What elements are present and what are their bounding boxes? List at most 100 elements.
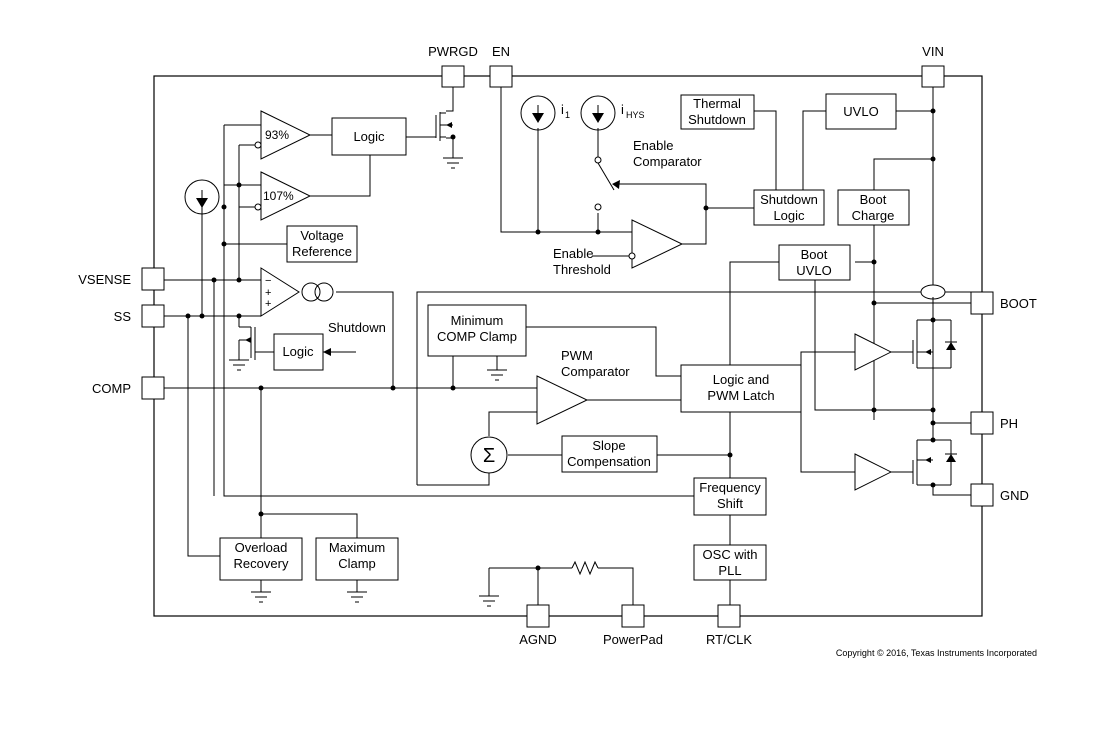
current-source-icon xyxy=(184,179,220,215)
junction-dots xyxy=(185,108,936,571)
high-side-driver xyxy=(854,333,893,371)
i1-label: i xyxy=(561,102,564,117)
overload-recovery-block: Overload Recovery xyxy=(219,537,303,581)
enable-switch xyxy=(594,156,620,211)
ground-icon xyxy=(443,157,463,169)
boot-uvlo-block: Boot UVLO xyxy=(778,244,851,281)
sigma-symbol: Σ xyxy=(483,445,495,467)
low-side-mosfet-icon xyxy=(912,439,957,486)
slope-compensation-block: Slope Compensation xyxy=(561,435,658,473)
enable-threshold-line2: Threshold xyxy=(553,262,611,277)
slope-compensation-line1: Slope xyxy=(592,438,625,453)
comparator-107: 107% xyxy=(254,171,312,221)
pin-ss-label: SS xyxy=(114,309,132,324)
label-93: 93% xyxy=(265,128,289,142)
pin-gnd: GND xyxy=(970,483,1029,507)
boot-charge-line2: Charge xyxy=(852,208,895,223)
pin-boot: BOOT xyxy=(970,291,1037,315)
shutdown-arrow xyxy=(323,348,331,356)
ihys-sub: HYS xyxy=(626,110,645,120)
pin-en: EN xyxy=(489,44,513,88)
ic-outline xyxy=(153,75,983,617)
pin-ph-label: PH xyxy=(1000,416,1018,431)
thermal-shutdown-line2: Shutdown xyxy=(688,112,746,127)
pin-rtclk-label: RT/CLK xyxy=(706,632,752,647)
pin-vsense: VSENSE xyxy=(78,267,165,291)
pin-agnd-label: AGND xyxy=(519,632,557,647)
low-side-driver xyxy=(854,453,893,491)
pin-vsense-label: VSENSE xyxy=(78,272,131,287)
current-source-ihys-icon: i HYS xyxy=(580,95,645,131)
uvlo-block: UVLO xyxy=(825,93,897,130)
ss-mosfet-icon xyxy=(239,326,256,360)
logic-ss-block: Logic xyxy=(273,333,324,371)
enable-threshold-line1: Enable xyxy=(553,246,593,261)
osc-with-pll-line1: OSC with xyxy=(703,547,758,562)
shutdown-logic-block: Shutdown Logic xyxy=(753,189,825,226)
pin-pwrgd: PWRGD xyxy=(428,44,478,88)
voltage-reference-block: Voltage Reference xyxy=(286,225,358,263)
pin-powerpad-label: PowerPad xyxy=(603,632,663,647)
logic-pwm-latch-line1: Logic and xyxy=(713,372,769,387)
error-amplifier: − + + xyxy=(260,267,334,317)
pwrgd-mosfet-icon xyxy=(435,112,453,141)
osc-with-pll-line2: PLL xyxy=(718,563,741,578)
boot-uvlo-line2: UVLO xyxy=(796,263,831,278)
i1-sub: 1 xyxy=(565,110,570,120)
pin-powerpad: PowerPad xyxy=(603,604,663,647)
overload-recovery-line1: Overload xyxy=(235,540,288,555)
error-amp-minus: − xyxy=(265,275,271,287)
voltage-reference-line1: Voltage xyxy=(300,228,343,243)
pin-ss: SS xyxy=(114,304,165,328)
label-107: 107% xyxy=(263,189,294,203)
min-comp-clamp-block: Minimum COMP Clamp xyxy=(427,304,527,357)
summing-node: Σ xyxy=(470,436,508,474)
osc-with-pll-block: OSC with PLL xyxy=(693,544,767,581)
ground-icon xyxy=(229,359,249,371)
thermal-shutdown-line1: Thermal xyxy=(693,96,741,111)
pin-ph: PH xyxy=(970,411,1018,435)
error-amp-plus-2: + xyxy=(265,298,271,310)
uvlo-label: UVLO xyxy=(843,104,878,119)
voltage-reference-line2: Reference xyxy=(292,244,352,259)
pin-pwrgd-label: PWRGD xyxy=(428,44,478,59)
shutdown-label: Shutdown xyxy=(328,320,386,335)
overload-recovery-line2: Recovery xyxy=(234,556,289,571)
frequency-shift-line1: Frequency xyxy=(699,480,761,495)
pwm-comparator-line1: PWM xyxy=(561,348,593,363)
frequency-shift-block: Frequency Shift xyxy=(693,477,767,516)
boot-charge-line1: Boot xyxy=(860,192,887,207)
current-source-i1-icon: i 1 xyxy=(520,95,570,131)
ground-icon xyxy=(479,595,499,607)
enable-comparator-line1: Enable xyxy=(633,138,673,153)
ground-icon xyxy=(487,369,507,381)
min-comp-clamp-line2: COMP Clamp xyxy=(437,329,517,344)
logic-pg-block: Logic xyxy=(331,117,407,156)
enable-comparator xyxy=(628,219,684,269)
logic-pwm-latch-block: Logic and PWM Latch xyxy=(680,364,802,413)
ground-icon xyxy=(251,591,271,603)
enable-comparator-line2: Comparator xyxy=(633,154,702,169)
pin-vin-label: VIN xyxy=(922,44,944,59)
high-side-mosfet-icon xyxy=(912,319,957,369)
pin-rtclk: RT/CLK xyxy=(706,604,752,647)
boot-uvlo-line1: Boot xyxy=(801,247,828,262)
shutdown-logic-line2: Logic xyxy=(773,208,805,223)
pwm-comparator xyxy=(536,375,589,425)
resistor xyxy=(571,560,599,576)
boot-charge-block: Boot Charge xyxy=(837,189,910,226)
pwm-comparator-line2: Comparator xyxy=(561,364,630,379)
wires xyxy=(164,87,971,605)
logic-pwm-latch-line2: PWM Latch xyxy=(707,388,774,403)
maximum-clamp-line2: Clamp xyxy=(338,556,376,571)
ground-icon xyxy=(347,591,367,603)
error-amp-plus-1: + xyxy=(265,287,271,299)
maximum-clamp-line1: Maximum xyxy=(329,540,385,555)
pin-comp: COMP xyxy=(92,376,165,400)
pin-en-label: EN xyxy=(492,44,510,59)
pin-comp-label: COMP xyxy=(92,381,131,396)
min-comp-clamp-line1: Minimum xyxy=(451,313,504,328)
maximum-clamp-block: Maximum Clamp xyxy=(315,537,399,581)
frequency-shift-line2: Shift xyxy=(717,496,743,511)
